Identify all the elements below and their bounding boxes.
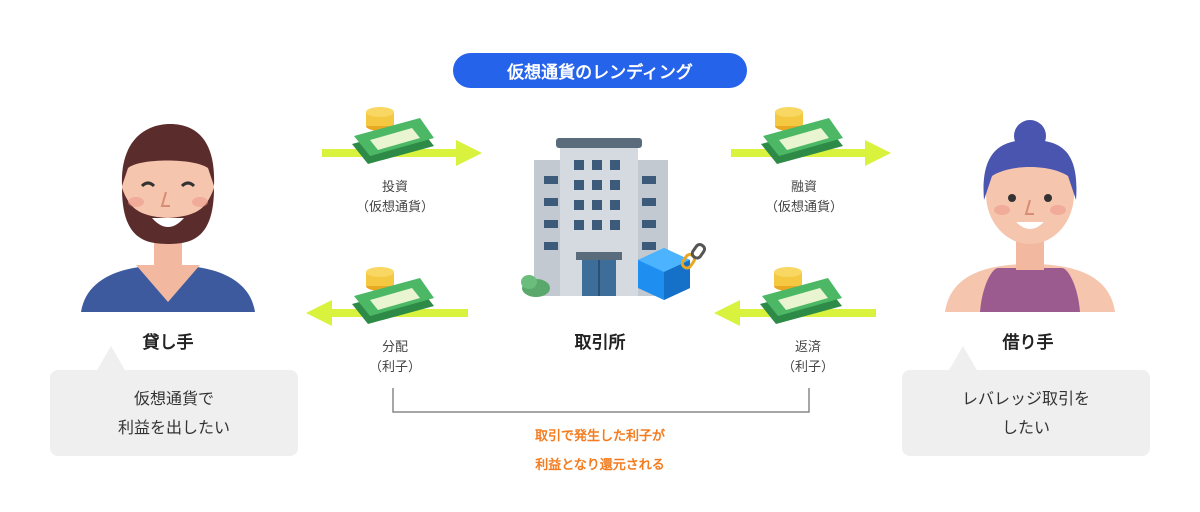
lender-wish-line2: 利益を出したい	[117, 418, 230, 437]
lender-speech-bubble: 仮想通貨で 利益を出したい	[50, 370, 298, 456]
repay-label-line2: （利子）	[781, 360, 834, 375]
loan-label-line1: 融資	[790, 180, 817, 195]
repay-label-line1: 返済	[794, 340, 821, 355]
repay-flow-arrow	[714, 267, 876, 326]
loan-flow-arrow	[731, 107, 891, 166]
invest-label-line1: 投資	[381, 180, 408, 195]
distribute-label: 分配 （利子）	[343, 338, 447, 378]
interest-note-line1: 取引で発生した利子が	[534, 429, 665, 444]
borrower-role-label: 借り手	[1002, 333, 1054, 353]
distribute-label-line2: （利子）	[368, 360, 421, 375]
exchange-label: 取引所	[574, 333, 626, 353]
lender-role-label: 貸し手	[142, 333, 194, 353]
borrower-wish-line2: したい	[1001, 418, 1050, 437]
borrower-illustration	[945, 120, 1115, 312]
borrower-wish-line1: レバレッジ取引を	[961, 389, 1090, 408]
borrower-bubble-tail	[948, 346, 978, 372]
distribute-flow-arrow	[306, 267, 468, 326]
loan-label-line2: （仮想通貨）	[764, 200, 843, 215]
loan-label: 融資 （仮想通貨）	[752, 178, 856, 218]
invest-flow-arrow	[322, 107, 482, 166]
distribute-label-line1: 分配	[381, 340, 408, 355]
repay-label: 返済 （利子）	[756, 338, 860, 378]
exchange-building-icon	[521, 138, 707, 300]
invest-label-line2: （仮想通貨）	[355, 200, 434, 215]
money-stack-icon	[761, 107, 843, 164]
money-stack-icon	[760, 267, 842, 324]
borrower-speech-bubble: レバレッジ取引を したい	[902, 370, 1150, 456]
money-stack-icon	[352, 107, 434, 164]
interest-note-line2: 利益となり還元される	[535, 458, 665, 473]
diagram-title: 仮想通貨のレンディング	[453, 53, 747, 88]
money-stack-icon	[352, 267, 434, 324]
invest-label: 投資 （仮想通貨）	[343, 178, 447, 218]
interest-note: 取引で発生した利子が 利益となり還元される	[480, 422, 720, 480]
lender-illustration	[81, 124, 255, 312]
interest-bracket	[392, 388, 810, 413]
lender-bubble-tail	[96, 346, 126, 372]
lender-wish-line1: 仮想通貨で	[133, 389, 214, 408]
